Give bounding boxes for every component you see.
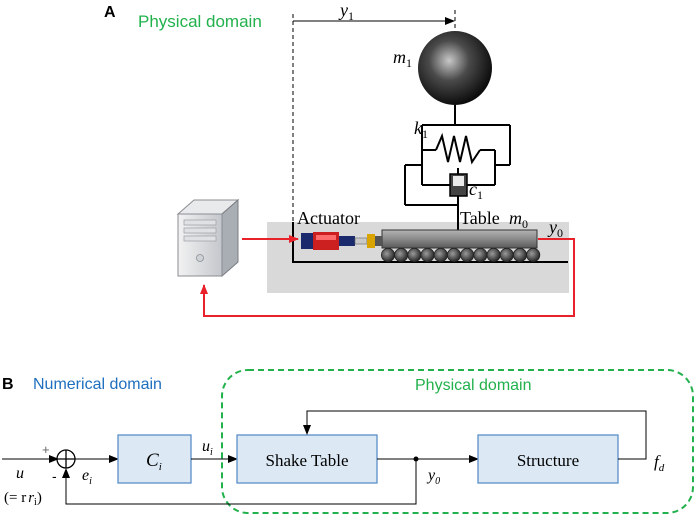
- controller-block: [117, 434, 192, 484]
- measurement-feedback-line: [62, 459, 417, 505]
- actuator-label: Actuator: [297, 208, 360, 228]
- roller: [407, 247, 422, 262]
- panel-a: A Physical domain y1 m1: [104, 0, 575, 317]
- roller: [473, 247, 488, 262]
- panel-b-letter: B: [2, 376, 14, 393]
- actuator: [301, 232, 382, 250]
- minus-sign: -: [52, 468, 57, 484]
- roller: [499, 247, 514, 262]
- panel-b: B Numerical domain Physical domain u (= …: [2, 369, 694, 514]
- c1-label: c1: [469, 179, 483, 202]
- y0-label-b: y0: [426, 467, 440, 487]
- roller: [420, 247, 435, 262]
- roller: [486, 247, 501, 262]
- plus-sign: +: [42, 442, 50, 457]
- roller: [446, 247, 461, 262]
- shake-table-label: Shake Table: [266, 451, 349, 470]
- y1-label: y1: [338, 0, 354, 23]
- computer-icon: [176, 198, 240, 278]
- u-label: u: [16, 465, 24, 482]
- roller: [380, 247, 395, 262]
- damper-piston: [453, 176, 464, 186]
- mass-m1-ball: [418, 31, 492, 105]
- shake-table-platform: [381, 229, 538, 249]
- e-label: ei: [82, 467, 92, 487]
- force-feedback-line: [303, 410, 647, 460]
- feedback-signal-line: [200, 238, 575, 317]
- physical-domain-region: [221, 369, 694, 514]
- m1-label: m1: [393, 47, 412, 70]
- k1-label: k1: [414, 118, 428, 141]
- m0-label: m0: [509, 208, 528, 231]
- y0-label-a: y0: [547, 217, 563, 240]
- roller: [394, 247, 409, 262]
- spring-k1: [435, 132, 481, 165]
- panel-a-letter: A: [104, 4, 116, 21]
- table-rollers: [380, 247, 541, 262]
- fd-label: fd: [654, 452, 665, 474]
- physical-domain-label: Physical domain: [138, 12, 262, 31]
- shake-table-block: [236, 434, 378, 484]
- physical-domain-label-b: Physical domain: [415, 377, 532, 394]
- ui-label: ui: [202, 438, 213, 458]
- roller: [513, 247, 528, 262]
- roller: [526, 247, 541, 262]
- table-label: Table: [460, 208, 500, 228]
- controller-label: Ci: [146, 450, 162, 473]
- roller: [460, 247, 475, 262]
- roller: [433, 247, 448, 262]
- numerical-domain-label: Numerical domain: [33, 376, 162, 393]
- structure-label: Structure: [517, 451, 579, 470]
